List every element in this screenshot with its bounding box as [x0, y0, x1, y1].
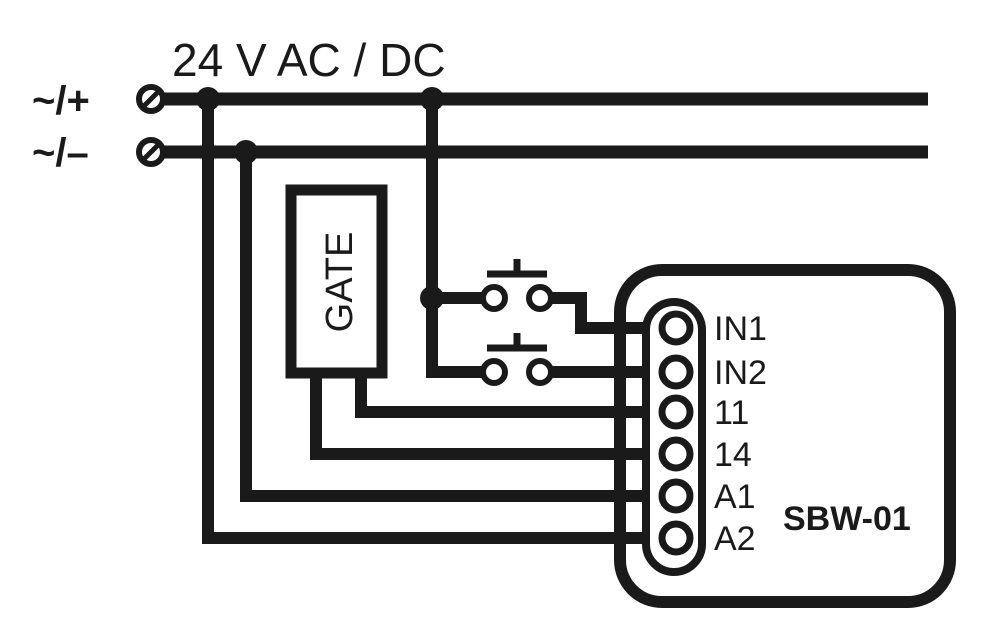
- push-button-2-icon: [480, 333, 554, 386]
- wire-a1: [240, 152, 654, 502]
- wire-14: [310, 374, 654, 460]
- terminal-a2-label: A2: [714, 520, 756, 558]
- terminal-plus-screw-icon: [136, 84, 166, 114]
- module-box: [614, 264, 956, 608]
- terminal-a1-icon: [658, 478, 694, 514]
- terminal-plus-label: ~/+: [32, 79, 90, 123]
- junction-dot: [420, 87, 444, 111]
- terminal-a2-icon: [658, 520, 694, 556]
- supply-voltage-label: 24 V AC / DC: [172, 34, 446, 86]
- terminal-14-label: 14: [714, 436, 752, 474]
- push-button-1-icon: [480, 259, 554, 312]
- module-name: SBW-01: [783, 500, 911, 538]
- terminal-a1-label: A1: [714, 478, 756, 516]
- terminal-in1-icon: [658, 310, 694, 346]
- terminal-in2-icon: [658, 354, 694, 390]
- terminal-minus-label: ~/–: [32, 131, 89, 175]
- junction-dot: [234, 140, 258, 164]
- wire-11: [355, 374, 654, 418]
- terminal-in2-label: IN2: [714, 354, 767, 392]
- terminal-14-icon: [658, 436, 694, 472]
- terminal-11-icon: [658, 394, 694, 430]
- gate-label: GATE: [319, 232, 361, 333]
- wire-button-feed: [426, 99, 482, 378]
- terminal-minus-screw-icon: [136, 137, 166, 167]
- wire-in1: [552, 292, 654, 334]
- gate-box: [285, 184, 388, 379]
- terminal-11-label: 11: [714, 394, 749, 432]
- terminal-in1-label: IN1: [714, 310, 767, 348]
- junction-dot: [420, 286, 444, 310]
- wire-a2: [202, 99, 654, 544]
- junction-dot: [196, 87, 220, 111]
